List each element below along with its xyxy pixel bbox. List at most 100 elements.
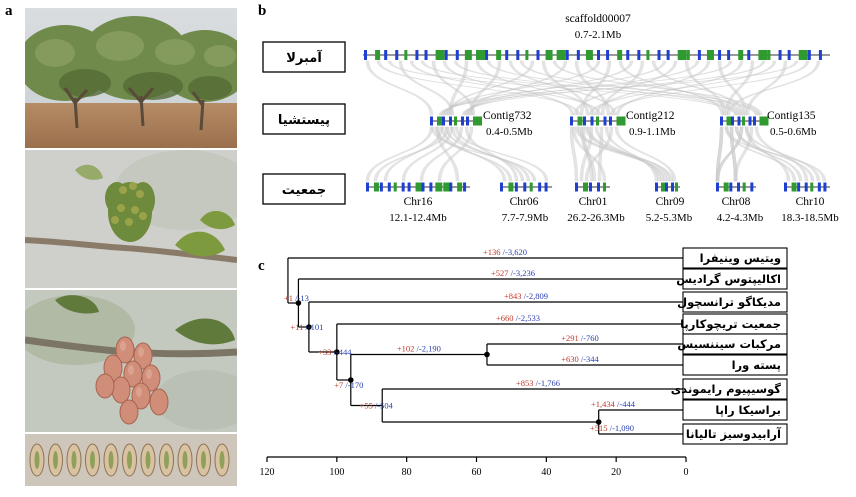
nut-kernel (219, 451, 225, 469)
gain-loss-label: +630 /-344 (561, 354, 599, 364)
synteny-link (438, 60, 799, 116)
gene-mark (706, 50, 714, 60)
gene-mark (697, 50, 701, 60)
nut-kernel (90, 451, 95, 469)
gene-mark (461, 116, 464, 126)
gene-mark (677, 50, 687, 60)
gain-loss-label: +527 /-3,236 (491, 268, 535, 278)
synteny-link (464, 126, 519, 182)
gene-mark (742, 182, 746, 192)
gain-loss-label: +1 /-13 (284, 293, 309, 303)
leaf-label-box: مدیکاگو ترانسچول (677, 291, 788, 313)
gene-mark (424, 50, 428, 60)
nut-kernel (108, 451, 114, 469)
gene-mark (583, 182, 588, 192)
synteny-link (365, 126, 434, 182)
gain-count: +515 (590, 423, 608, 433)
species-box-top: آمبرلا (262, 41, 346, 73)
gene-mark (797, 182, 801, 192)
gene-mark (787, 50, 791, 60)
gene-mark (373, 182, 379, 192)
loss-count: /-504 (373, 401, 394, 411)
synteny-link (442, 60, 667, 116)
chr08-block: Chr08 4.2-4.3Mb (716, 182, 764, 224)
gene-mark (457, 182, 463, 192)
gene-mark (407, 182, 411, 192)
gene-mark (589, 182, 592, 192)
nut-kernel (164, 451, 169, 469)
species-box-bottom: جمعیت (262, 173, 346, 205)
dried-nuts-photo (25, 434, 237, 486)
gene-mark (475, 50, 485, 60)
gene-mark (655, 182, 658, 192)
gene-mark (597, 50, 600, 60)
gene-mark (791, 182, 797, 192)
leaf-label-box: براسیکا راپا (682, 399, 788, 421)
contig-732-block: Contig732 0.4-0.5Mb (430, 110, 533, 138)
gain-count: +1 (284, 293, 293, 303)
gene-mark (727, 50, 731, 60)
axis-tick-label: 0 (684, 467, 689, 478)
leaf-box-frame (682, 423, 788, 445)
leaf-box-frame (682, 291, 788, 313)
gene-mark (538, 182, 542, 192)
gene-mark (606, 50, 610, 60)
leaf-label-box: گوسیپیوم رایموندی (671, 378, 788, 400)
gene-mark (404, 50, 408, 60)
gain-loss-label: +853 /-1,766 (516, 378, 560, 388)
scaffold-name: scaffold00007 (565, 13, 631, 25)
gene-mark (466, 116, 469, 126)
leaf-species-label: مدیکاگو ترانسچول (677, 295, 781, 310)
species-box-middle: پیستشیا (262, 103, 346, 135)
gene-mark (435, 50, 445, 60)
gene-mark (686, 50, 690, 60)
gene-mark (529, 182, 533, 192)
scaffold-range: 0.7-2.1Mb (575, 29, 622, 41)
synteny-link (581, 126, 594, 182)
nut-kernel (53, 451, 58, 469)
gene-mark (597, 182, 600, 192)
gene-mark (637, 50, 641, 60)
contig-212-block: Contig212 0.9-1.1Mb (570, 110, 676, 138)
gene-mark (723, 182, 729, 192)
gene-mark (804, 182, 808, 192)
flowering-branch-photo (25, 150, 237, 288)
tree-node (595, 419, 602, 425)
leaf-species-label: براسیکا راپا (715, 403, 781, 417)
gain-count: +630 (561, 354, 579, 364)
gene-mark (737, 116, 741, 126)
synteny-link (437, 126, 474, 182)
chr08-name: Chr08 (722, 196, 751, 208)
gain-count: +660 (496, 313, 514, 323)
gain-count: +7 (334, 380, 343, 390)
gene-mark (646, 50, 650, 60)
contig-135-range: 0.5-0.6Mb (770, 126, 817, 138)
contig-212-name: Contig212 (626, 110, 675, 122)
gene-mark (748, 116, 752, 126)
gain-loss-label: +33 /-444 (318, 347, 352, 357)
synteny-link (365, 60, 434, 116)
scaffold-block: scaffold00007 0.7-2.1Mb (363, 13, 830, 60)
loss-count: /-444 (331, 347, 352, 357)
gene-mark (523, 182, 527, 192)
gene-mark (485, 50, 489, 60)
leaf-label-box: آرابیدوسیز تالیانا (682, 423, 788, 445)
gene-mark (738, 50, 744, 60)
chr08-range: 4.2-4.3Mb (717, 212, 764, 224)
gain-count: +102 (397, 344, 415, 354)
synteny-link (615, 60, 744, 116)
gene-mark (508, 182, 514, 192)
leaf-label-box: مرکبات سیننسیس (677, 333, 788, 355)
synteny-link (586, 126, 671, 182)
loss-count: /-2,190 (414, 344, 440, 354)
leaf-label-box: جمعیت تریچوکارپا (680, 313, 788, 335)
gain-loss-label: +55 /-504 (360, 401, 394, 411)
contig-212-range: 0.9-1.1Mb (629, 126, 676, 138)
gene-mark (444, 50, 448, 60)
synteny-link (726, 60, 821, 116)
chr16-range: 12.1-12.4Mb (389, 212, 447, 224)
nut-kernel (201, 451, 206, 469)
synteny-link (465, 60, 634, 116)
chr10-range: 18.3-18.5Mb (781, 212, 839, 224)
